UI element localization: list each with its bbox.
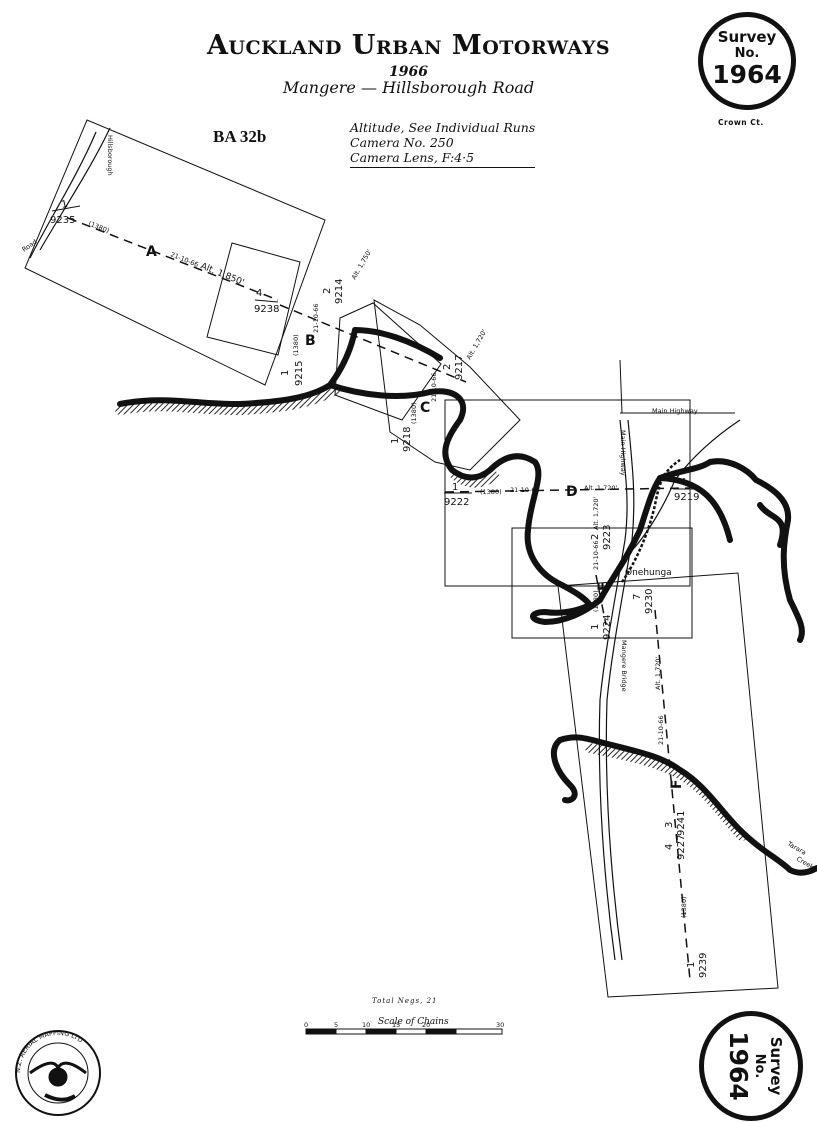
- run-a-alt: Alt. 1,850': [199, 262, 246, 289]
- run-e-scale: (1380): [592, 590, 600, 612]
- run-b-scale: (1380): [292, 334, 300, 356]
- run-a-date: 21-10-66: [169, 250, 199, 268]
- run-a-start-n: 1: [60, 199, 69, 211]
- spec-altitude: Altitude, See Individual Runs: [350, 120, 536, 135]
- stamp-word-bottom: Survey: [767, 1036, 785, 1096]
- run-b-start-n: 1: [280, 370, 291, 376]
- run-d-end-id: 9219: [674, 492, 699, 503]
- run-f-date: 21-10-66: [657, 715, 665, 745]
- scale-tick-5: 5: [334, 1021, 338, 1029]
- map-subtitle: Mangere — Hillsborough Road: [282, 78, 535, 97]
- run-c-alt: Alt. 1,720': [465, 328, 489, 361]
- scale-tick-10: 10: [362, 1021, 370, 1029]
- camera-specs: Altitude, See Individual Runs Camera No.…: [350, 120, 536, 168]
- place-creek-1: Tarara: [785, 839, 807, 857]
- run-d-date: 21-10-66: [510, 486, 540, 494]
- run-d-start-id: 9222: [444, 497, 469, 508]
- run-f-mid2-id: 9241: [676, 811, 687, 836]
- run-b-start-id: 9215: [294, 361, 305, 386]
- total-negatives: Total Negs, 21: [372, 997, 438, 1005]
- roads: [29, 127, 741, 961]
- run-c-scale: (1380): [410, 402, 418, 424]
- run-d-alt: Alt. 1,720': [584, 484, 618, 492]
- stamp-no-bottom: No.: [752, 1053, 767, 1079]
- run-f-alt: Alt. 1,720': [654, 656, 662, 690]
- place-main-highway-v: Main Highway: [619, 430, 627, 476]
- scale-tick-30: 30: [496, 1021, 504, 1029]
- frame-run-a: [24, 119, 326, 386]
- run-e-letter: E: [596, 581, 612, 591]
- frame-run-c: [373, 299, 521, 471]
- scale-label: Scale of Chains: [378, 1017, 449, 1027]
- frame-run-f: [557, 572, 779, 998]
- place-onehunga: Onehunga: [625, 568, 672, 578]
- place-mangere-bridge: Mangere Bridge: [620, 640, 628, 692]
- crown-copyright: Crown Ct.: [718, 118, 764, 127]
- run-e-date: 21-10-66: [592, 540, 600, 570]
- run-d-end-n: 4: [680, 477, 686, 488]
- frame-run-e: [511, 527, 693, 639]
- run-f-end-id: 9230: [644, 589, 655, 614]
- run-b-end-id: 9214: [334, 279, 345, 304]
- run-e-end-n: 2: [590, 534, 601, 540]
- run-f-mid-id: 9227: [676, 835, 687, 860]
- run-b-letter: B: [305, 333, 316, 349]
- map-year: 1966: [389, 64, 428, 80]
- stamp-no: No.: [734, 46, 760, 61]
- reference-code: BA 32b: [213, 127, 267, 146]
- map-text: 1 9235 (1380) A 21-10-66 Alt. 1,850' 4 9…: [14, 135, 816, 1073]
- stamp-number-bottom: 1964: [724, 1031, 753, 1101]
- run-c-date: 21-10-66: [430, 372, 438, 402]
- run-f-start-id: 9239: [698, 953, 709, 978]
- scale-tick-0: 0: [304, 1021, 308, 1029]
- photo-frames: [24, 119, 779, 998]
- run-f-scale: (1380): [680, 896, 688, 918]
- stamp-word: Survey: [717, 28, 777, 46]
- map-title: Auckland Urban Motorways: [206, 30, 611, 61]
- run-f-mid-n: 4: [664, 844, 675, 850]
- run-d-letter: D: [566, 484, 578, 500]
- run-a-start-id: 9235: [50, 215, 75, 226]
- run-b-date: 21-10-66: [312, 303, 320, 333]
- run-b-alt: Alt. 1,750': [350, 248, 374, 281]
- run-c-start-n: 1: [390, 438, 401, 444]
- scale-tick-20: 20: [422, 1021, 430, 1029]
- run-c-letter: C: [420, 400, 430, 416]
- run-a-letter: A: [146, 244, 157, 260]
- railway: [620, 458, 681, 583]
- frame-run-a-small: [206, 242, 301, 356]
- spec-lens: Camera Lens, F:4·5: [350, 150, 536, 168]
- spec-camera: Camera No. 250: [350, 135, 454, 150]
- stamp-number: 1964: [712, 60, 782, 89]
- run-a-end-id: 9238: [254, 304, 279, 315]
- run-a-end-n: 4: [256, 288, 262, 299]
- run-c-end-n: 2: [442, 364, 453, 370]
- run-e-start-id: 9224: [602, 615, 613, 640]
- run-f-end-n: 7: [632, 594, 643, 600]
- run-b-end-n: 2: [322, 288, 333, 294]
- survey-stamp-bottom: Survey No. 1964: [699, 1011, 803, 1121]
- place-road-top: Hillsborough: [106, 135, 114, 176]
- run-e-alt: Alt. 1,720': [592, 496, 600, 530]
- run-e-start-n: 1: [590, 624, 601, 630]
- run-d-start-n: 1: [452, 482, 458, 493]
- run-d-scale: (1380): [480, 488, 502, 496]
- place-road-word: Road: [21, 238, 39, 254]
- aerial-mapping-logo: [15, 1030, 101, 1116]
- survey-stamp-top: Survey No. 1964: [698, 12, 796, 110]
- run-f-start-n: 1: [686, 962, 697, 968]
- scale-bar: [305, 1028, 503, 1035]
- scale-tick-15: 15: [392, 1021, 400, 1029]
- run-c-end-id: 9217: [454, 355, 465, 380]
- place-main-highway: Main Highway: [652, 407, 698, 415]
- coastline-hatch: [115, 385, 747, 841]
- run-a-scale: (1380): [87, 219, 110, 235]
- run-f-mid2-n: 3: [664, 822, 675, 828]
- run-e-end-id: 9223: [602, 525, 613, 550]
- run-c-start-id: 9218: [402, 427, 413, 452]
- flight-lines: [67, 217, 691, 981]
- run-f-letter: F: [669, 779, 685, 789]
- place-creek-2: Creek: [795, 855, 816, 871]
